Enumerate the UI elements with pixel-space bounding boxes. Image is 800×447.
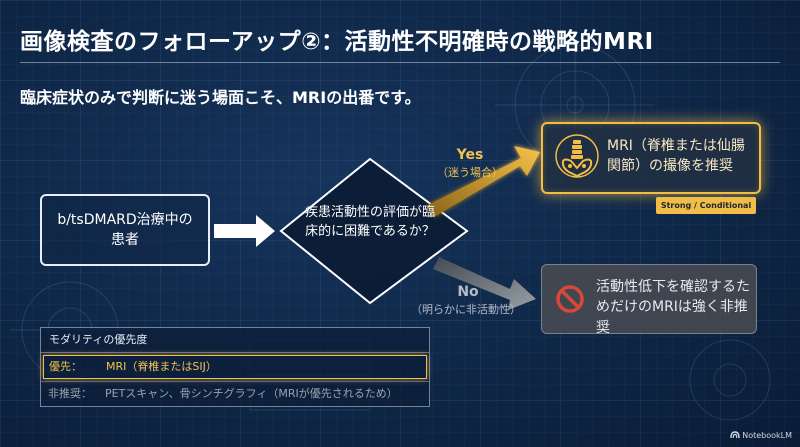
prohibited-icon: [556, 285, 584, 313]
slide-subtitle: 臨床症状のみで判断に迷う場面こそ、MRIの出番です。: [20, 88, 421, 107]
notebooklm-logo-icon: [730, 431, 740, 439]
patient-node: b/tsDMARD治療中の患者: [40, 194, 210, 266]
no-condition: （明らかに非活動性）: [411, 303, 521, 316]
modality-row-not-recommended: 非推奨： PETスキャン、骨シンチグラフィ（MRIが優先されるため）: [41, 381, 429, 406]
not-recommended-node: 活動性低下を確認するためだけのMRIは強く非推奨: [541, 264, 757, 336]
notebooklm-watermark: NotebookLM: [730, 431, 792, 440]
brand-label: NotebookLM: [742, 431, 792, 440]
decision-question: 疾患活動性の評価が臨床的に困難であるか？: [304, 205, 435, 239]
modality-value: PETスキャン、骨シンチグラフィ（MRIが優先されるため）: [105, 387, 398, 400]
patient-to-decision-arrow: [214, 215, 275, 247]
yes-condition: （迷う場合）: [437, 166, 503, 179]
patient-label: b/tsDMARD治療中の患者: [57, 211, 193, 248]
slide-title: 画像検査のフォローアップ②：活動性不明確時の戦略的MRI: [20, 29, 654, 55]
recommendation-strength-badge: Strong / Conditional: [656, 197, 756, 214]
yes-label: Yes: [456, 147, 484, 163]
mri-recommendation-node: MRI（脊椎または仙腸関節）の撮像を推奨: [541, 122, 761, 194]
spine-pelvis-icon: [555, 134, 599, 178]
no-arrow: [433, 257, 536, 310]
no-label: No: [457, 284, 479, 300]
modality-row-priority: 優先： MRI（脊椎またはSIJ）: [43, 355, 427, 379]
modality-table-header: モダリティの優先度: [41, 328, 429, 353]
modality-category: 非推奨：: [48, 387, 92, 400]
modality-category: 優先：: [49, 360, 82, 373]
mri-recommendation-text: MRI（脊椎または仙腸関節）の撮像を推奨: [607, 138, 745, 175]
modality-value: MRI（脊椎またはSIJ）: [106, 360, 217, 373]
yes-arrow: [428, 146, 540, 217]
not-recommended-text: 活動性低下を確認するためだけのMRIは強く非推奨: [596, 279, 750, 336]
title-divider: [20, 62, 780, 63]
modality-priority-table: モダリティの優先度 優先： MRI（脊椎またはSIJ） 非推奨： PETスキャン…: [40, 327, 430, 407]
